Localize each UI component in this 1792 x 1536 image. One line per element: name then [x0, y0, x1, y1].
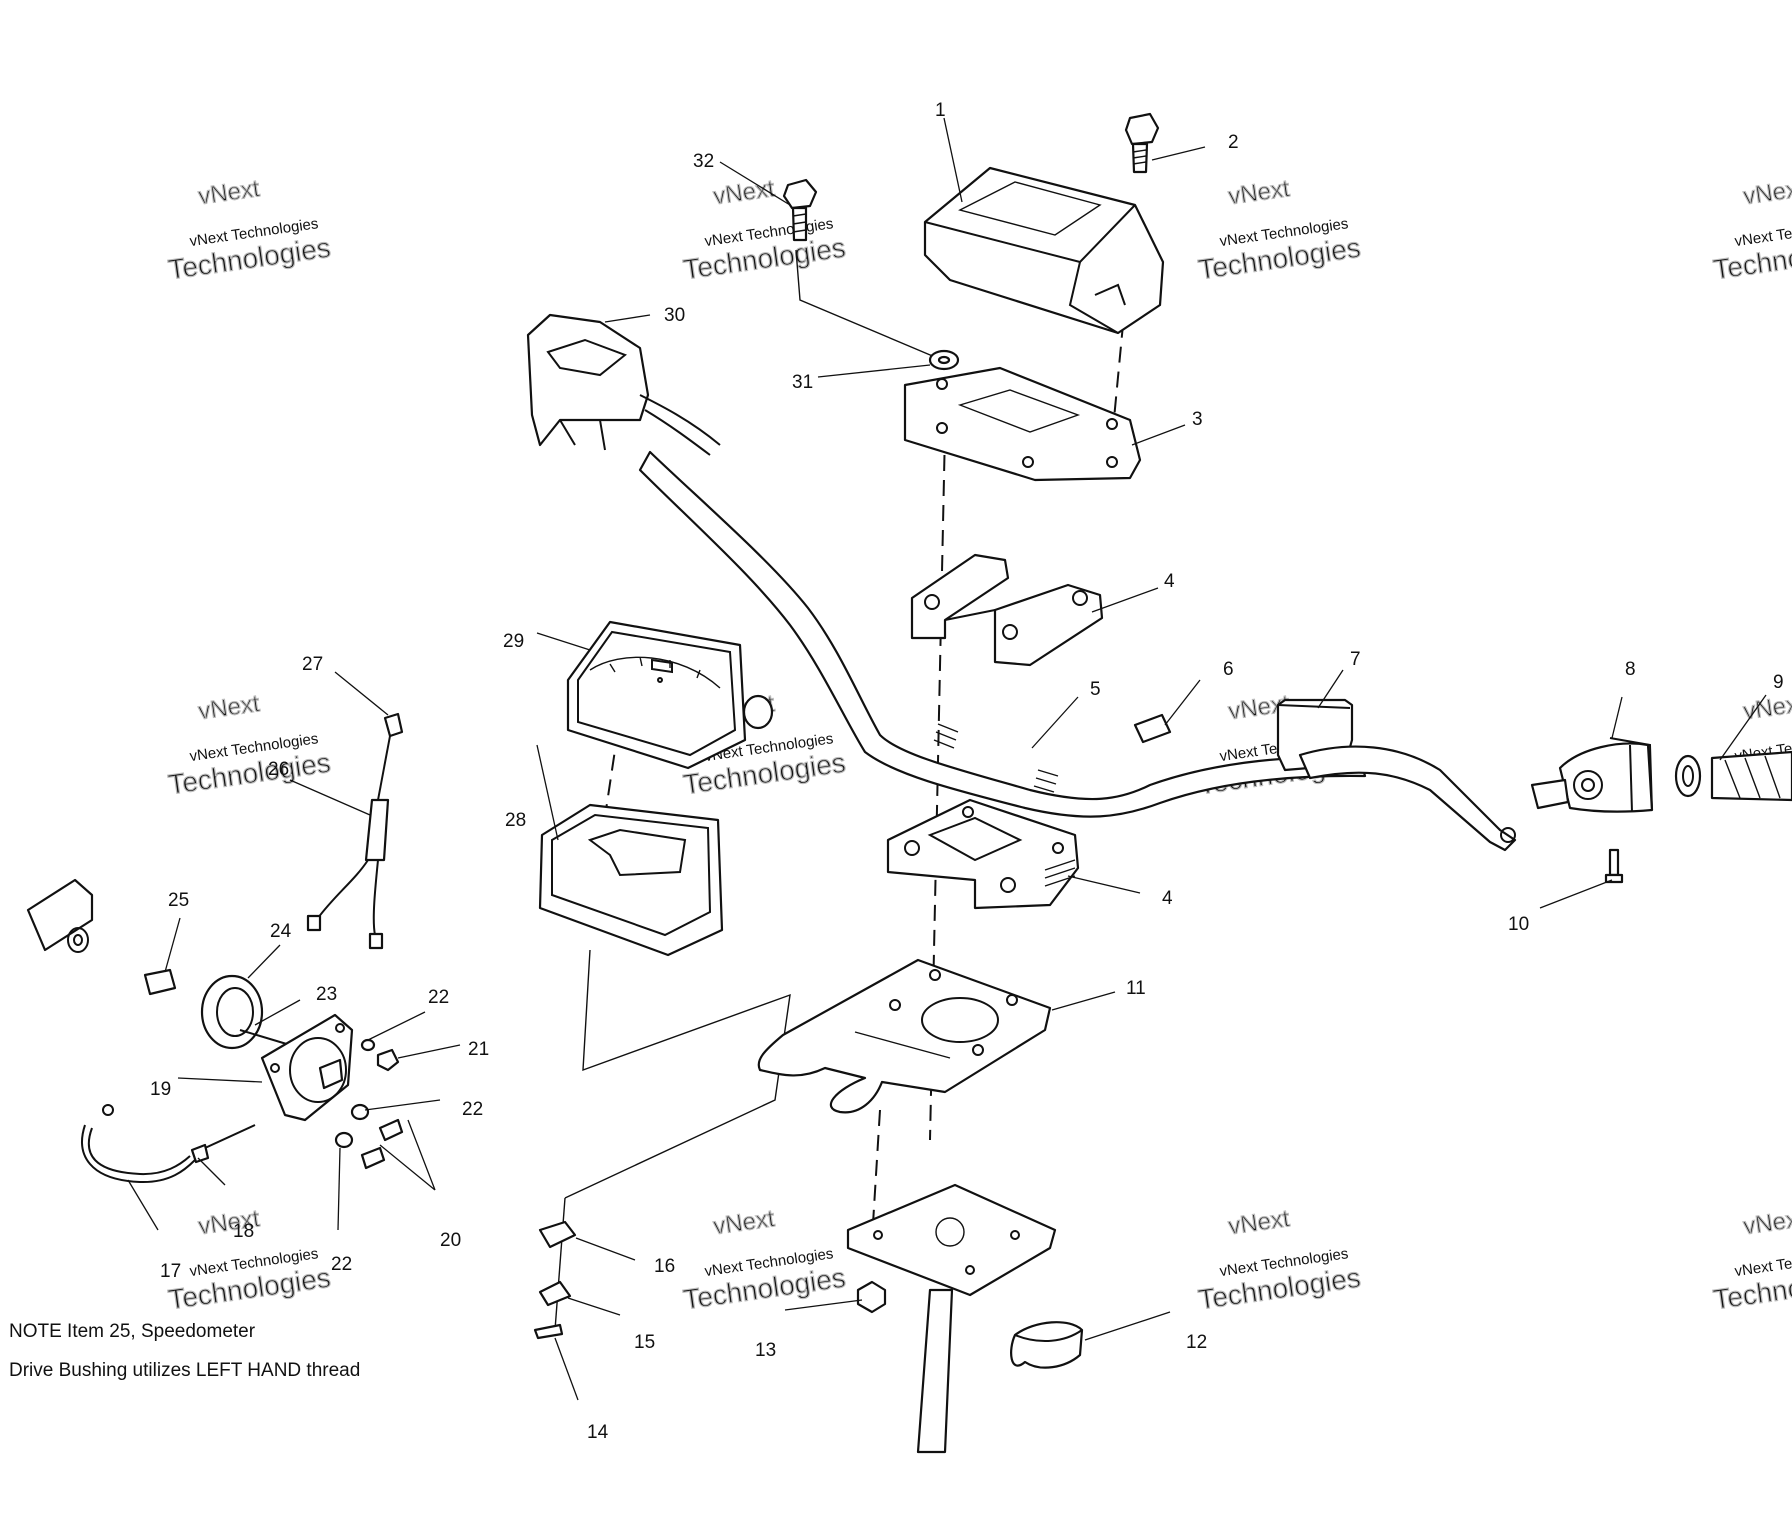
part-31-washer — [928, 349, 960, 371]
part-7-brake-lever — [1276, 698, 1517, 852]
watermark-text: vNext — [1742, 175, 1792, 210]
part-6-label — [1133, 713, 1172, 744]
leader-lines — [127, 117, 1767, 1401]
callout-23: 23 — [316, 984, 337, 1005]
watermark-text: vNext — [1742, 690, 1792, 725]
part-13-nut — [856, 1280, 887, 1314]
part-32-bolt — [782, 178, 818, 242]
note-line-2: Drive Bushing utilizes LEFT HAND thread — [9, 1360, 360, 1381]
callout-25: 25 — [168, 890, 189, 911]
callout-28: 28 — [505, 810, 526, 831]
callout-2: 2 — [1228, 132, 1239, 153]
part-24-gasket — [200, 974, 264, 1050]
part-27-connector — [377, 712, 404, 801]
callout-20: 20 — [440, 1230, 461, 1251]
watermark-text: vNext — [712, 175, 777, 210]
part-5-handlebar — [638, 450, 1367, 818]
callout-31: 31 — [792, 372, 813, 393]
watermark-text: vNext — [712, 1205, 777, 1240]
note-block: NOTE Item 25, Speedometer Drive Bushing … — [9, 1321, 360, 1381]
watermark-text: vNext — [1742, 1205, 1792, 1240]
part-2-bolt — [1124, 112, 1160, 174]
callout-12: 12 — [1186, 1332, 1207, 1353]
part-17-cable — [81, 1104, 196, 1184]
callout-5: 5 — [1090, 679, 1101, 700]
part-8-throttle-housing — [1530, 737, 1654, 813]
callout-22a: 22 — [428, 987, 449, 1008]
part-12-clamp — [1010, 1321, 1084, 1369]
watermark-text: vNext — [1227, 1205, 1292, 1240]
callout-3: 3 — [1192, 409, 1203, 430]
callout-10: 10 — [1508, 914, 1529, 935]
callout-19: 19 — [150, 1079, 171, 1100]
callout-21: 21 — [468, 1039, 489, 1060]
callout-15: 15 — [634, 1332, 655, 1353]
callout-16: 16 — [654, 1256, 675, 1277]
part-4-lower-clamp — [886, 798, 1080, 910]
part-3-upper-plate — [903, 366, 1142, 482]
callout-14: 14 — [587, 1422, 609, 1443]
callout-9: 9 — [1773, 672, 1784, 693]
callout-30: 30 — [664, 305, 685, 326]
callout-24: 24 — [270, 921, 292, 942]
callout-17: 17 — [160, 1261, 181, 1282]
watermark-text: vNext — [197, 690, 262, 725]
part-9-grip — [1674, 750, 1792, 802]
part-26-wire-harness — [306, 798, 390, 950]
callout-11: 11 — [1126, 978, 1146, 999]
callout-6: 6 — [1223, 659, 1234, 680]
callout-labels: 1 2 3 4 4 5 6 7 8 9 10 11 12 13 14 15 16… — [150, 100, 1784, 1443]
part-21-nut — [376, 1048, 400, 1072]
part-16-clip — [538, 1220, 577, 1249]
steering-post — [846, 1183, 1057, 1454]
part-15-clip — [538, 1280, 572, 1307]
part-20-screws — [360, 1118, 404, 1170]
callout-7: 7 — [1350, 649, 1361, 670]
callout-8: 8 — [1625, 659, 1636, 680]
part-18-fitting — [190, 1124, 256, 1164]
callout-1: 1 — [935, 100, 946, 121]
part-22-washer — [334, 1038, 376, 1149]
part-19-drive-housing — [260, 1013, 354, 1122]
part-29-speedometer — [566, 620, 774, 770]
part-14-clip — [533, 1323, 564, 1340]
callout-4b: 4 — [1162, 888, 1173, 909]
callout-32: 32 — [693, 151, 714, 172]
watermark-text: vNext — [197, 175, 262, 210]
part-10-screw — [1604, 848, 1624, 884]
part-23-shaft — [239, 1029, 291, 1046]
part-30-switch-housing — [526, 313, 721, 456]
callout-29: 29 — [503, 631, 524, 652]
callout-22b: 22 — [462, 1099, 483, 1120]
part-11-mounting-plate — [757, 958, 1052, 1114]
callout-26: 26 — [268, 759, 289, 780]
callout-22c: 22 — [331, 1254, 352, 1275]
part-1-handlebar-cover — [923, 166, 1165, 335]
callout-13: 13 — [755, 1340, 776, 1361]
part-4-upper-clamp — [910, 553, 1104, 667]
part-28-instrument-housing — [538, 803, 724, 957]
watermark-text: vNext — [1227, 175, 1292, 210]
callout-18: 18 — [233, 1221, 254, 1242]
note-line-1: NOTE Item 25, Speedometer — [9, 1321, 256, 1342]
callout-27: 27 — [302, 654, 323, 675]
part-25-drive-bushing — [26, 878, 177, 996]
callout-4a: 4 — [1164, 571, 1175, 592]
